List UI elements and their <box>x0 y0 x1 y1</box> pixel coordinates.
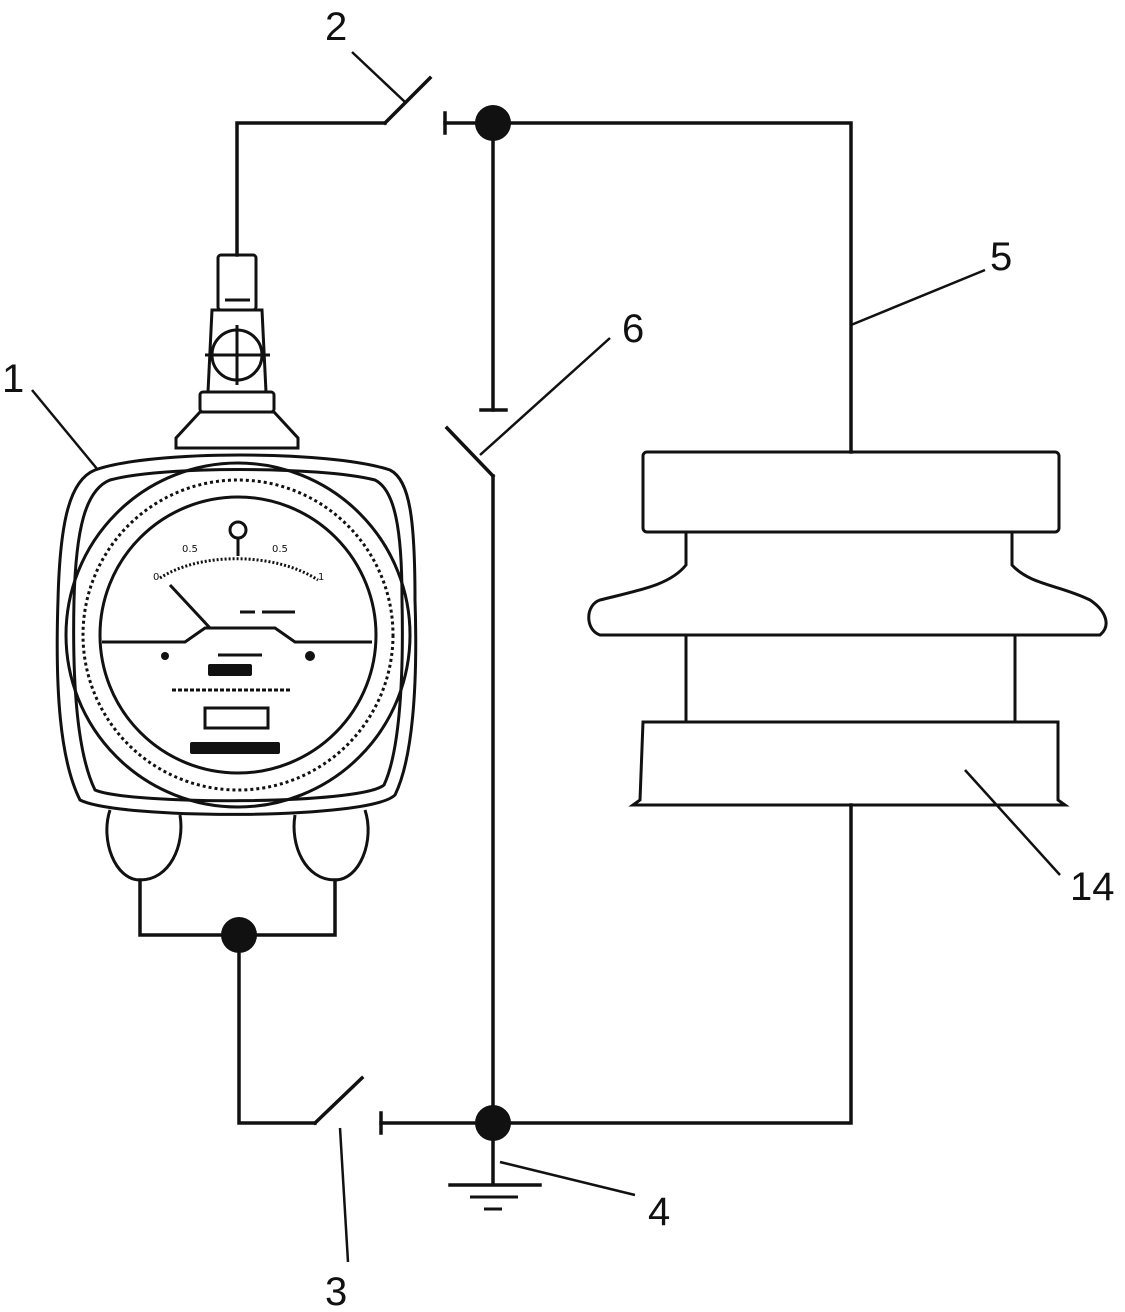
meter-bezel <box>64 461 412 809</box>
scale-label-left: 0.5 <box>182 544 198 555</box>
meter-dial-face <box>98 495 378 775</box>
top-right-wire <box>491 121 853 454</box>
meter-housing-inner <box>72 468 404 803</box>
leader-14 <box>964 769 1061 876</box>
meter-right-foot <box>292 809 370 882</box>
meter-brand-text <box>208 664 252 676</box>
meter-housing <box>55 453 418 816</box>
junction-nodes <box>221 105 511 1141</box>
insulator-base <box>628 720 1070 807</box>
leader-lines <box>31 51 1061 1263</box>
meter-display-window <box>203 706 270 730</box>
insulator <box>587 450 1108 807</box>
callout-6: 6 <box>622 307 644 351</box>
scale-label-zero: 0 <box>153 572 159 583</box>
bypass-switch-blade <box>444 425 496 479</box>
wiring <box>138 75 853 1211</box>
callout-2: 2 <box>325 5 347 49</box>
meter-bottom-lead <box>237 933 317 1125</box>
scale-label-end: 1 <box>318 572 324 583</box>
meter: 0.5 0.5 0 1 <box>55 253 418 882</box>
meter-top-lead <box>235 121 387 257</box>
leader-1 <box>31 389 99 471</box>
scale-label-right: 0.5 <box>272 544 288 555</box>
leader-4 <box>499 1160 636 1197</box>
callout-14: 14 <box>1070 865 1115 909</box>
ground-junction-node <box>475 1105 511 1141</box>
callout-4: 4 <box>648 1190 670 1234</box>
meter-scale-arc <box>159 557 319 582</box>
meter-plug <box>216 253 258 312</box>
leader-2 <box>351 51 406 103</box>
meter-screw-right <box>305 651 315 661</box>
meter-bezel-inner <box>81 478 395 792</box>
leader-3 <box>338 1127 350 1263</box>
meter-neck <box>174 410 300 450</box>
leader-6 <box>479 337 611 456</box>
meter-left-foot <box>105 809 183 882</box>
meter-divider <box>102 626 372 644</box>
insulator-top-cap <box>641 450 1061 534</box>
meter-zero-knob <box>228 520 248 540</box>
meter-junction-node <box>221 917 257 953</box>
lower-switch-blade <box>312 1075 365 1126</box>
bottom-right-wire <box>491 803 853 1125</box>
upper-switch-blade <box>382 75 433 126</box>
leader-5 <box>850 268 986 327</box>
meter-screw-left <box>161 652 169 660</box>
meter-needle <box>168 583 212 630</box>
meter-maker-text <box>190 742 280 754</box>
callout-labels: 1 2 3 4 5 6 14 <box>2 5 1115 1312</box>
insulator-shed <box>587 532 1108 637</box>
callout-3: 3 <box>325 1270 347 1312</box>
meter-nut <box>198 390 276 414</box>
callout-5: 5 <box>990 235 1012 279</box>
top-junction-node <box>475 105 511 141</box>
callout-1: 1 <box>2 357 24 401</box>
